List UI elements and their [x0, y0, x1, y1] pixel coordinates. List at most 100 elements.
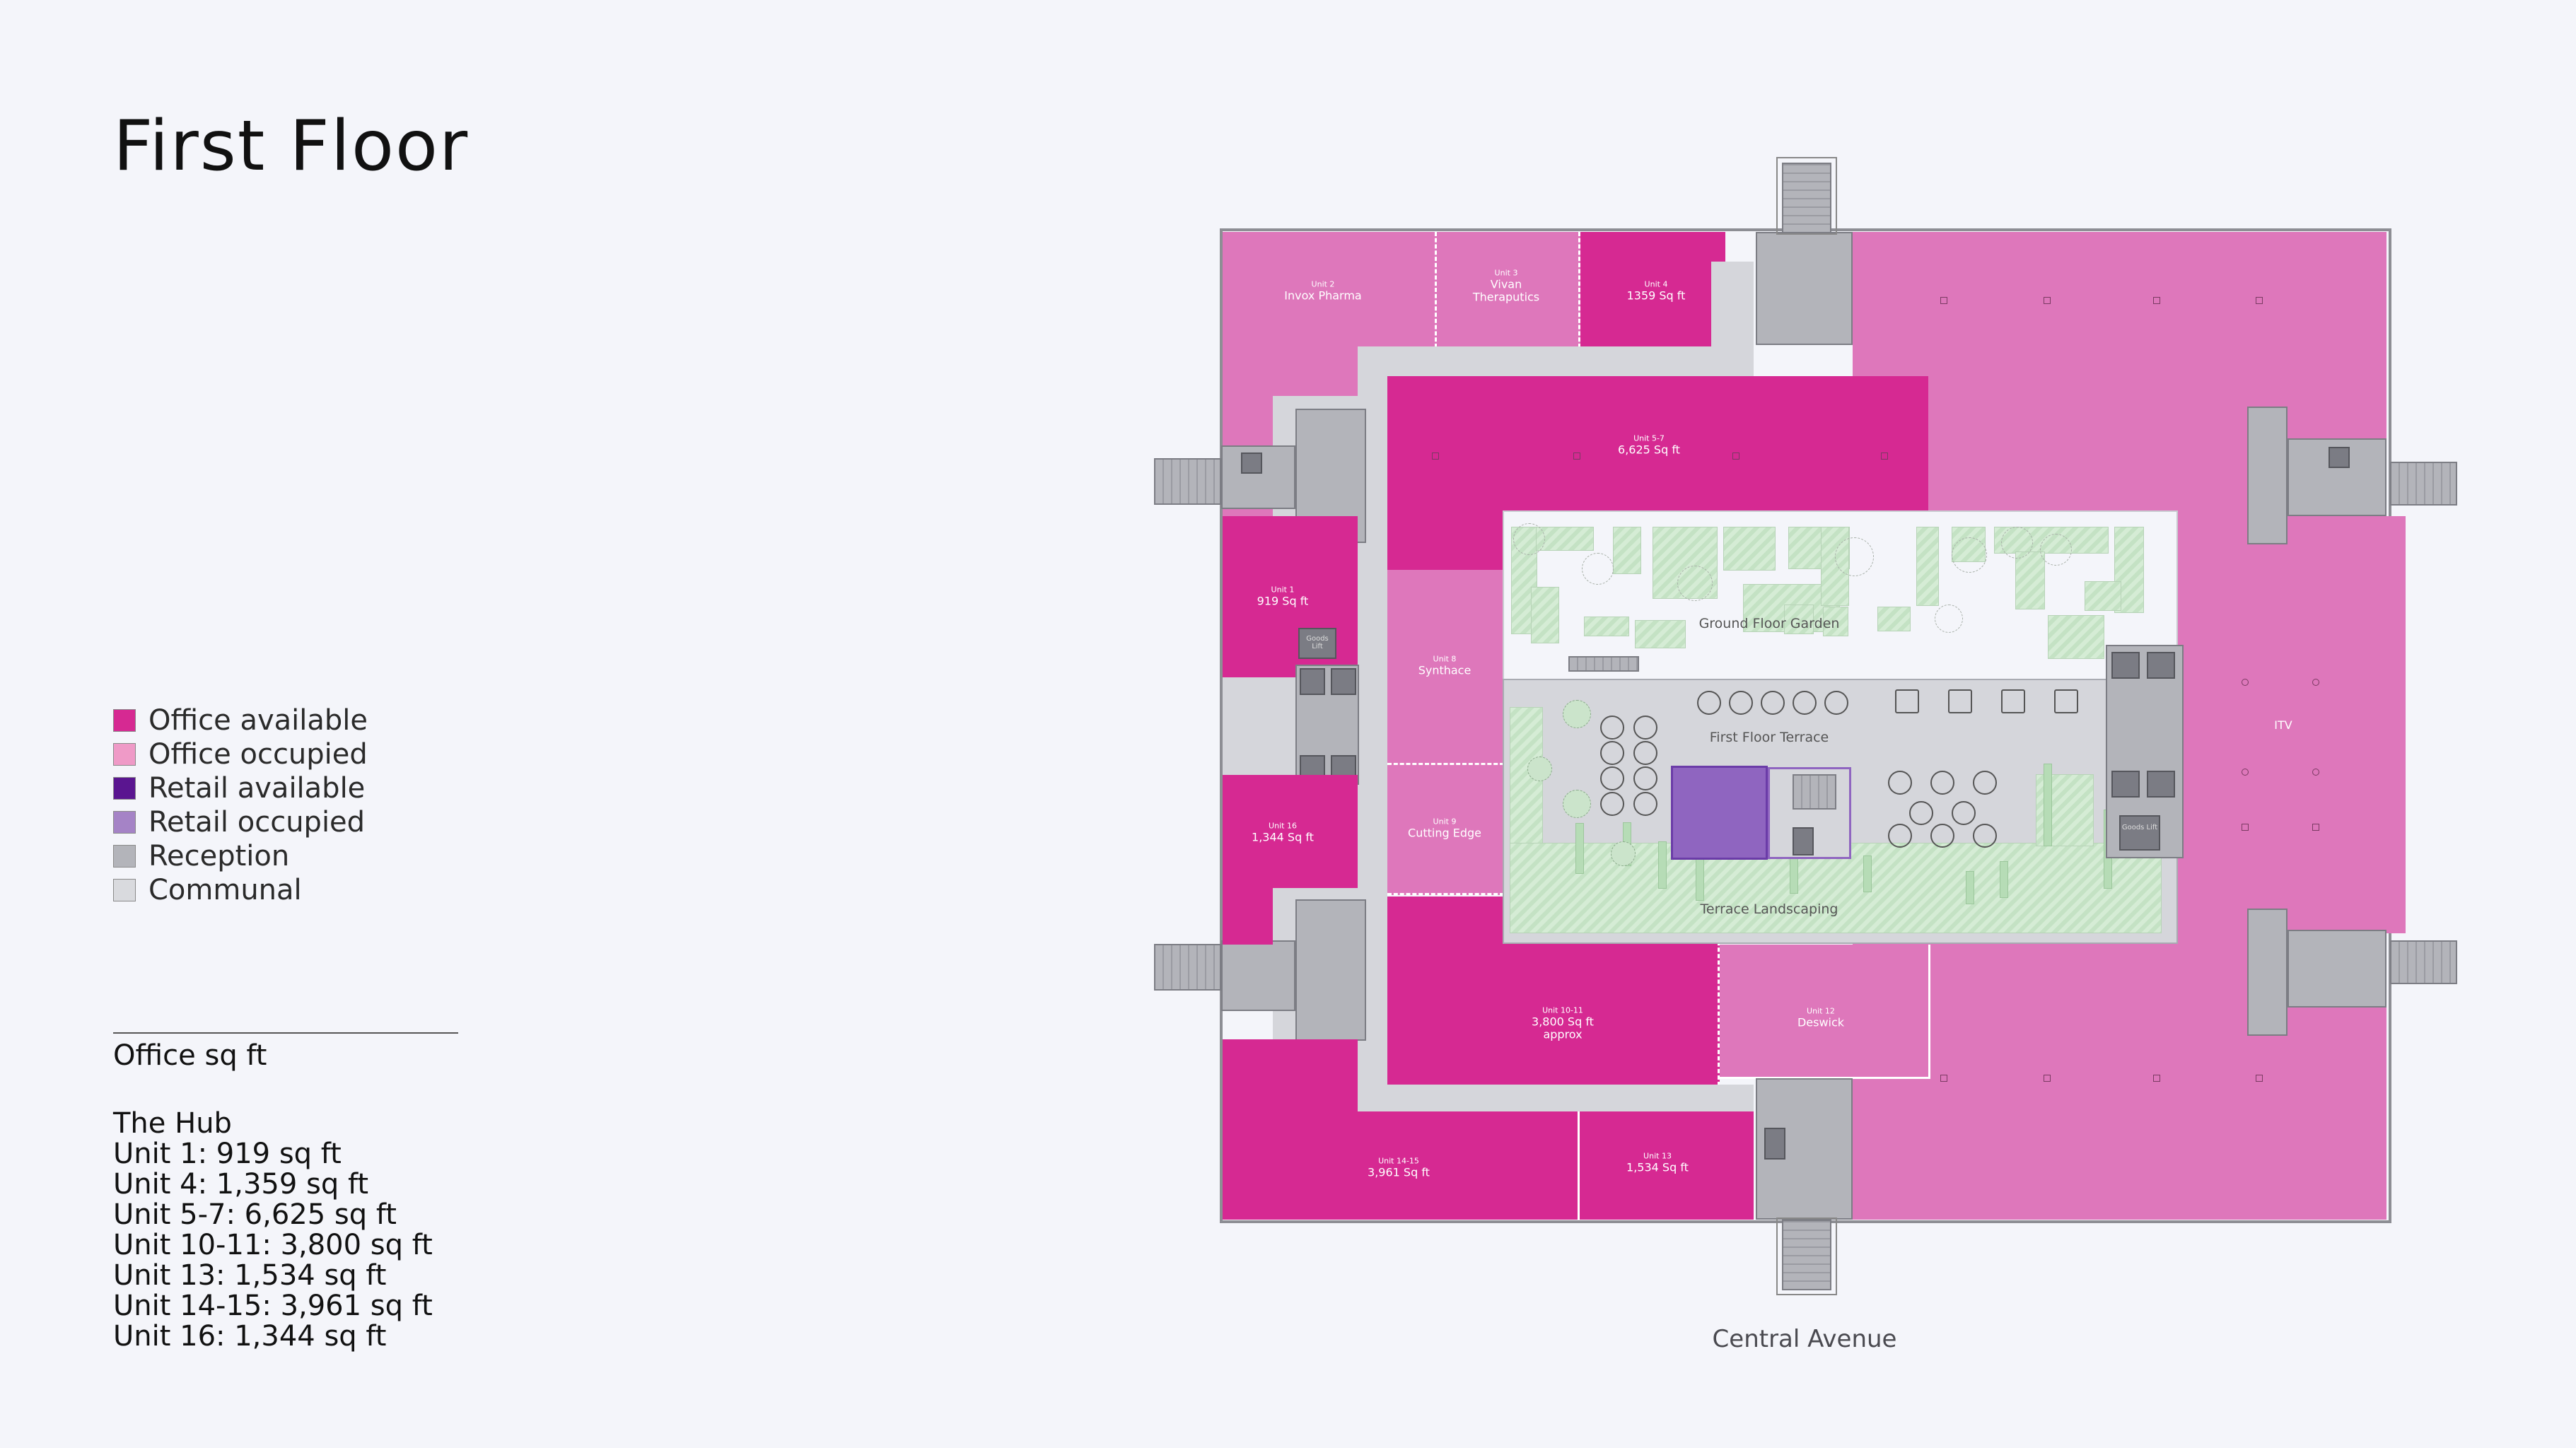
seating-icon — [1600, 716, 1624, 740]
lift-hub-2 — [1331, 668, 1356, 695]
seating-icon — [1824, 691, 1848, 715]
planter — [2015, 551, 2045, 609]
seating-icon — [1909, 801, 1933, 825]
page-title: First Floor — [113, 106, 470, 187]
sqft-line: Unit 4: 1,359 sq ft — [113, 1168, 369, 1201]
unit-4[interactable] — [1580, 232, 1725, 348]
unit-3[interactable] — [1437, 232, 1580, 348]
column-icon — [1573, 452, 1580, 460]
column-icon — [1881, 452, 1888, 460]
swatch-office-occupied — [113, 743, 136, 766]
stair-right-lower — [2390, 940, 2457, 984]
seating-icon — [1948, 689, 1972, 713]
column-icon — [2044, 1075, 2051, 1082]
legend-item-communal: Communal — [113, 873, 368, 907]
seating-icon — [1729, 691, 1753, 715]
swatch-reception — [113, 845, 136, 868]
seating-icon — [1600, 741, 1624, 765]
terrace-label: First Floor Terrace — [1709, 730, 1829, 745]
unit-13[interactable] — [1580, 1111, 1754, 1220]
tree-icon — [1513, 523, 1545, 555]
legend-item-office-available: Office available — [113, 703, 368, 737]
planter — [1536, 527, 1594, 551]
unit-16[interactable] — [1223, 775, 1358, 888]
goods-lift-left — [1298, 628, 1336, 659]
unit-itv-extension — [2383, 516, 2406, 933]
legend-label: Office occupied — [148, 738, 368, 771]
planter — [2085, 581, 2121, 611]
stair-top — [1782, 163, 1831, 233]
planter-bed — [2000, 861, 2008, 898]
retail-unit[interactable] — [1671, 766, 1768, 860]
tree-icon — [1835, 537, 1874, 576]
goods-lift-right-label: Goods Lift — [2121, 824, 2158, 831]
unit-16-lower — [1223, 888, 1273, 945]
unit-5-7[interactable] — [1387, 376, 1928, 510]
terrace-landscaping-label: Terrace Landscaping — [1700, 901, 1838, 917]
seating-icon — [2001, 689, 2025, 713]
seating-icon — [2054, 689, 2078, 713]
goods-lift-right — [2119, 815, 2160, 851]
seating-icon — [1888, 824, 1912, 848]
core-right-lower — [2247, 909, 2287, 1036]
column-icon — [2242, 679, 2249, 686]
seating-icon — [1633, 741, 1657, 765]
seating-icon — [1761, 691, 1785, 715]
planter — [1823, 607, 1848, 636]
goods-lift-left-label: Goods Lift — [1306, 635, 1329, 650]
legend: Office available Office occupied Retail … — [113, 703, 368, 907]
column-icon — [1432, 452, 1439, 460]
column-icon — [1940, 297, 1947, 304]
tree-icon — [1952, 537, 1987, 573]
swatch-retail-available — [113, 777, 136, 800]
column-icon — [2312, 679, 2319, 686]
tree-icon — [1611, 841, 1636, 866]
lift-left-upper — [1241, 452, 1262, 474]
legend-label: Office available — [148, 704, 368, 737]
column-icon — [2242, 824, 2249, 831]
seating-icon — [1793, 691, 1817, 715]
sqft-line: Unit 10-11: 3,800 sq ft — [113, 1229, 433, 1261]
sqft-heading: Office sq ft — [113, 1039, 267, 1072]
planter-bed — [1863, 856, 1872, 892]
stair-right-upper — [2390, 462, 2457, 506]
tree-icon — [1563, 700, 1591, 728]
seating-icon — [1973, 771, 1997, 795]
sqft-line: Unit 5-7: 6,625 sq ft — [113, 1198, 397, 1231]
lift-rt-4 — [2147, 771, 2175, 798]
column-icon — [1732, 452, 1739, 460]
planter — [1784, 605, 1814, 634]
column-icon — [2312, 769, 2319, 776]
planter — [1584, 617, 1629, 636]
unit-14-15[interactable] — [1223, 1111, 1580, 1220]
column-icon — [2312, 824, 2319, 831]
lift-hub-1 — [1300, 668, 1325, 695]
column-icon — [2256, 1075, 2263, 1082]
unit-2[interactable] — [1223, 232, 1437, 348]
seating-icon — [1952, 801, 1976, 825]
tree-icon — [1582, 553, 1614, 585]
seating-icon — [1633, 766, 1657, 790]
unit-8[interactable] — [1387, 570, 1504, 765]
core-top — [1756, 232, 1853, 345]
swatch-retail-occupied — [113, 811, 136, 834]
planter — [2048, 615, 2104, 659]
planter-bed — [1966, 871, 1974, 904]
planter-bed — [1696, 857, 1704, 901]
column-icon — [2153, 297, 2160, 304]
seating-icon — [1973, 824, 1997, 848]
unit-5-7-lower — [1387, 509, 1504, 570]
unit-9[interactable] — [1387, 765, 1504, 895]
column-icon — [2256, 297, 2263, 304]
unit-12[interactable] — [1720, 945, 1930, 1079]
